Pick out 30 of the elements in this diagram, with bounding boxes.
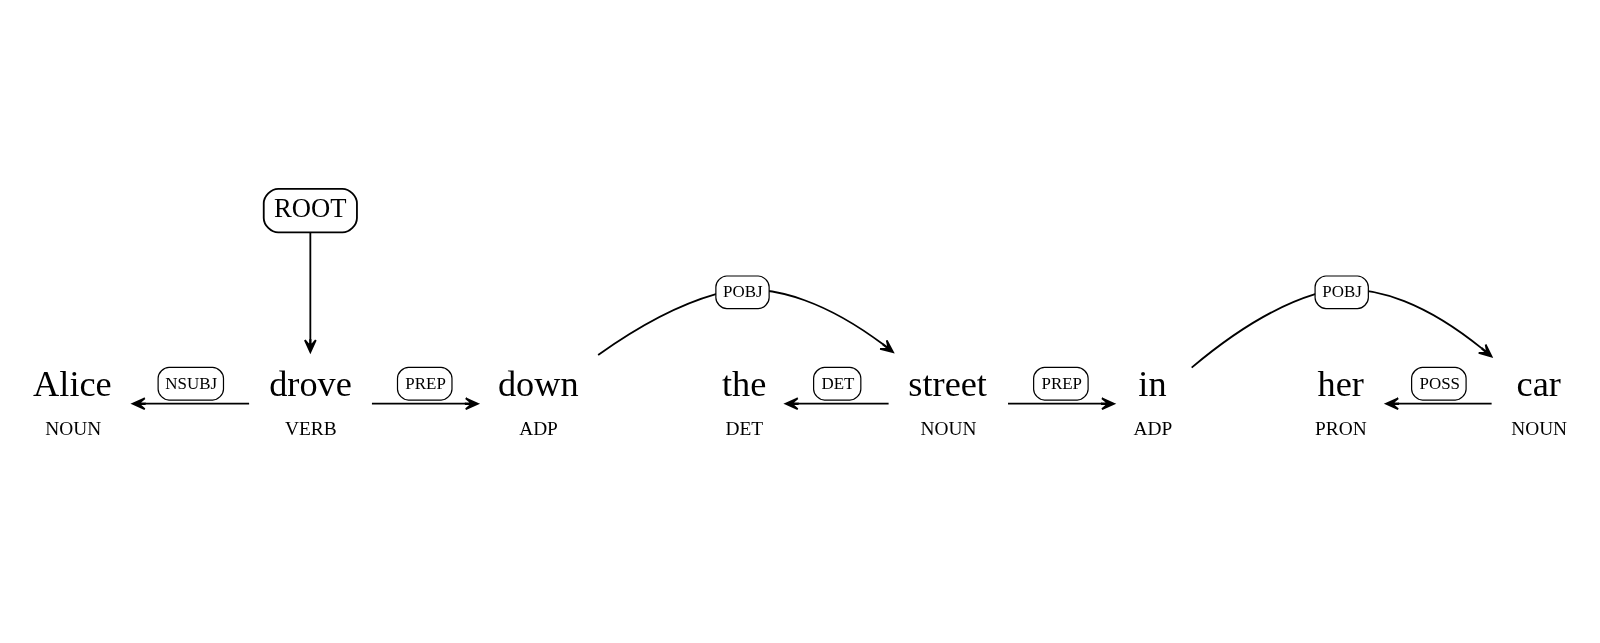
- node-text: car: [1516, 363, 1561, 404]
- node-label: NOUN: [1511, 417, 1568, 439]
- node-text: Alice: [33, 363, 112, 404]
- node-text: in: [1138, 363, 1167, 404]
- node-label: VERB: [284, 417, 337, 439]
- node-box: ROOT: [262, 187, 358, 233]
- arrow: [1007, 396, 1115, 410]
- node-text: down: [497, 363, 579, 404]
- arrow: [131, 396, 250, 410]
- node-label: NOUN: [920, 417, 977, 439]
- arrow: [784, 396, 890, 410]
- node-label: ADP: [1133, 417, 1173, 439]
- node-text: her: [1317, 363, 1364, 404]
- node-label: ADP: [519, 417, 558, 439]
- node-label: DET: [725, 417, 764, 439]
- edge-label: POBJ: [723, 281, 763, 301]
- edge-label: PREP: [1041, 373, 1082, 393]
- edge-label: DET: [821, 373, 855, 393]
- node-text: the: [721, 363, 767, 404]
- arrow: [371, 396, 479, 410]
- node-text: street: [908, 363, 987, 404]
- edge-label: NSUBJ: [165, 373, 218, 393]
- node-text: drove: [269, 363, 352, 404]
- edge-label: POBJ: [1322, 281, 1362, 301]
- edge-label: PREP: [405, 373, 446, 393]
- arrow: [1385, 396, 1493, 410]
- edge-label: POSS: [1419, 373, 1460, 393]
- arrow: [303, 231, 317, 353]
- node-label: PRON: [1315, 417, 1367, 439]
- node-label: NOUN: [45, 417, 102, 439]
